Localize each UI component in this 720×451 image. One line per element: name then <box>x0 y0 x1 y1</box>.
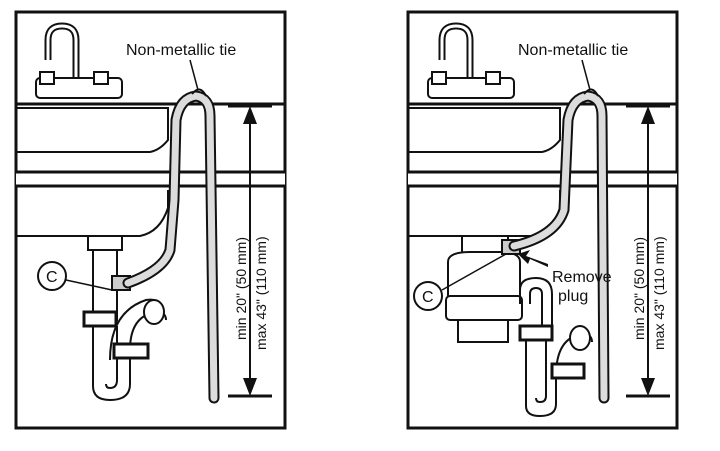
left-dimension-min: min 20" (50 mm) <box>233 237 249 340</box>
left-sink-basin-upper <box>16 107 169 153</box>
right-tie-leader <box>581 59 591 91</box>
right-panel: Non-metallic tie C Remove plug min 20" (… <box>406 10 679 430</box>
right-break-band <box>408 172 677 186</box>
right-sink-basin-upper <box>408 107 561 153</box>
left-drain-hose <box>122 90 220 404</box>
remove-plug-label-line2: plug <box>558 288 588 305</box>
right-drain-pipe <box>518 276 593 418</box>
left-dimension: min 20" (50 mm) max 43" (110 mm) <box>228 104 272 398</box>
left-callout-circle <box>37 261 67 291</box>
left-dimension-max: max 43" (110 mm) <box>253 236 269 350</box>
left-tie <box>191 88 207 97</box>
remove-plug-arrow <box>518 250 548 267</box>
left-faucet <box>35 22 123 99</box>
right-drain-hose <box>508 90 610 404</box>
left-tie-leader <box>189 59 199 91</box>
left-break-band <box>16 172 285 186</box>
remove-plug-label-line1: Remove <box>552 269 612 286</box>
right-tie-label: Non-metallic tie <box>518 42 628 59</box>
right-callout-circle <box>413 281 443 311</box>
right-dimension: min 20" (50 mm) max 43" (110 mm) <box>626 104 670 398</box>
left-panel: Non-metallic tie C min 20" (50 mm) max 4… <box>14 10 287 430</box>
right-dimension-max: max 43" (110 mm) <box>651 236 667 350</box>
right-callout-letter: C <box>422 289 434 306</box>
right-dimension-min: min 20" (50 mm) <box>631 237 647 340</box>
right-panel-frame <box>406 10 679 430</box>
left-tie-label: Non-metallic tie <box>126 42 236 59</box>
left-panel-frame <box>14 10 287 430</box>
right-callout-leader <box>441 253 507 291</box>
left-callout-leader <box>65 279 113 291</box>
right-tie <box>583 88 599 97</box>
left-callout-letter: C <box>46 269 58 286</box>
right-faucet <box>427 22 515 99</box>
